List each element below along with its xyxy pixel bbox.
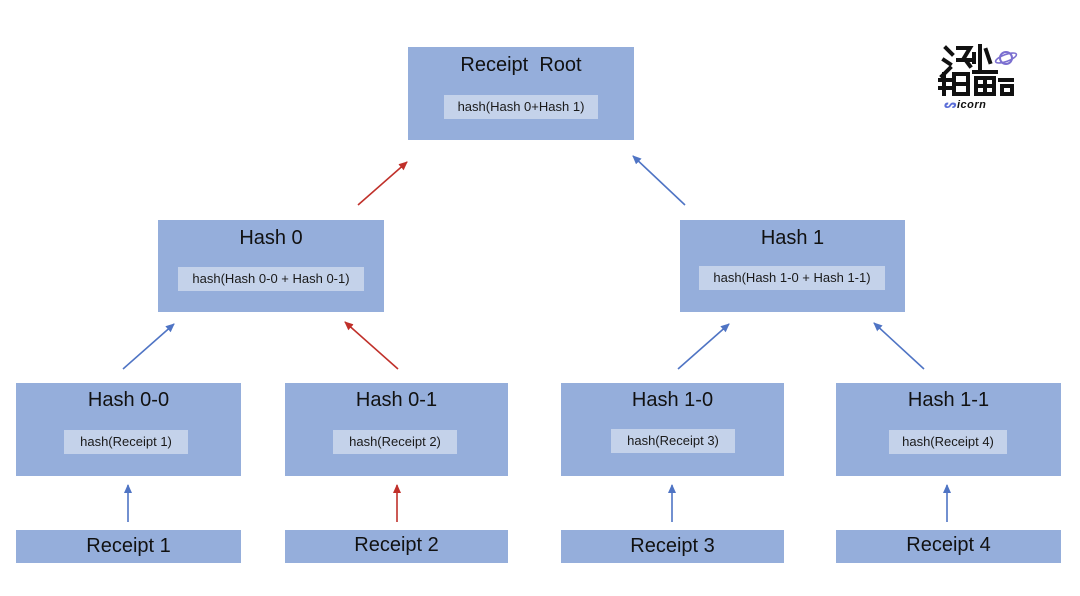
hash01-title: Hash 0-1 <box>355 389 438 411</box>
hash1-node: Hash 1 hash(Hash 1-0 + Hash 1-1) <box>680 220 905 312</box>
receipt-4-node: Receipt 4 <box>836 530 1061 563</box>
arrow-hash00-to-hash0 <box>122 323 175 370</box>
hash10-formula: hash(Receipt 3) <box>611 429 735 453</box>
receipt-1-node: Receipt 1 <box>16 530 241 563</box>
hash11-node: Hash 1-1 hash(Receipt 4) <box>836 383 1061 476</box>
hash11-title: Hash 1-1 <box>907 389 990 411</box>
root-title: Receipt Root <box>460 54 582 76</box>
root-node: Receipt Root hash(Hash 0+Hash 1) <box>408 47 634 140</box>
hash11-formula: hash(Receipt 4) <box>889 430 1007 454</box>
hash1-title: Hash 1 <box>760 227 825 249</box>
arrow-hash0-to-root <box>357 161 408 206</box>
root-formula: hash(Hash 0+Hash 1) <box>444 95 598 119</box>
hash0-formula: hash(Hash 0-0 + Hash 0-1) <box>178 267 364 291</box>
logo-wordmark: ᔕicorn <box>944 99 987 111</box>
logo-glyphs-icon <box>938 44 1018 96</box>
hash01-node: Hash 0-1 hash(Receipt 2) <box>285 383 508 476</box>
brand-logo: ᔕicorn <box>936 40 1022 116</box>
receipt-4-label: Receipt 4 <box>906 534 991 556</box>
receipt-3-node: Receipt 3 <box>561 530 784 563</box>
receipt-2-node: Receipt 2 <box>285 530 508 563</box>
arrow-hash1-to-root <box>632 155 686 206</box>
receipt-2-label: Receipt 2 <box>354 534 439 556</box>
hash10-title: Hash 1-0 <box>631 389 714 411</box>
arrow-hash01-to-hash0 <box>344 321 399 370</box>
hash00-node: Hash 0-0 hash(Receipt 1) <box>16 383 241 476</box>
hash00-formula: hash(Receipt 1) <box>64 430 188 454</box>
planet-icon <box>994 51 1018 65</box>
hash01-formula: hash(Receipt 2) <box>333 430 457 454</box>
receipt-3-label: Receipt 3 <box>630 535 715 557</box>
hash00-title: Hash 0-0 <box>87 389 170 411</box>
arrow-hash10-to-hash1 <box>677 323 730 370</box>
hash1-formula: hash(Hash 1-0 + Hash 1-1) <box>699 266 885 290</box>
hash0-node: Hash 0 hash(Hash 0-0 + Hash 0-1) <box>158 220 384 312</box>
receipt-1-label: Receipt 1 <box>86 535 171 557</box>
arrow-hash11-to-hash1 <box>873 322 925 370</box>
hash0-title: Hash 0 <box>239 227 303 249</box>
hash10-node: Hash 1-0 hash(Receipt 3) <box>561 383 784 476</box>
